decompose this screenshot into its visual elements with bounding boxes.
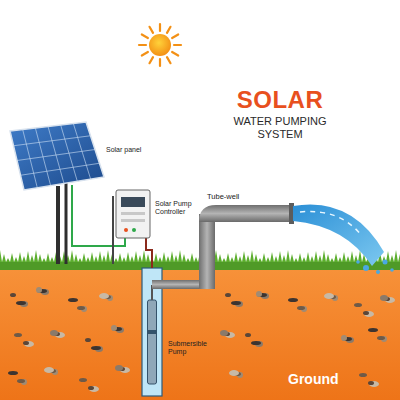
controller-detail [121,212,145,215]
rocks [8,287,395,392]
submersible-pump [148,300,157,384]
water-splash [356,260,394,275]
panel-cell-line [17,150,95,161]
title: SOLAR [215,86,345,114]
rock [17,379,25,383]
sun-ray [174,44,181,46]
rock [85,338,91,342]
part-label: Tube-well [207,193,257,202]
solar-panel [10,122,104,190]
rock [50,330,58,336]
sun-ray [172,35,178,39]
sun-ray [150,27,154,33]
rock [89,386,99,392]
rock [288,298,298,302]
solar-pump-controller [116,190,150,238]
sun-ray [172,52,178,56]
rock [354,303,362,307]
rock [368,328,378,332]
rock [369,381,379,387]
rock [225,293,231,297]
rock [10,293,16,297]
rock [231,301,241,305]
sun-ray [167,57,171,63]
tube-well-outlet [199,205,292,222]
rock [368,381,374,385]
sun-ray [150,57,154,63]
tube-well-pipe [199,214,215,289]
sun-ray [139,44,146,46]
rock [115,365,123,371]
rock [297,306,305,310]
water-stream [293,204,384,266]
rock [91,346,101,350]
rock [363,311,369,315]
rock [44,367,54,373]
rock [36,287,42,293]
rock [79,378,87,382]
rock [14,333,22,337]
panel-cells [14,124,100,188]
rock [251,341,261,345]
panel-pole [65,182,68,264]
part-label: Submersible Pump [168,340,218,356]
rock [245,333,251,337]
ground-label: Ground [288,371,358,387]
rock [380,295,388,301]
subtitle: WATER PUMPING SYSTEM [225,115,335,140]
panel-pole [56,186,60,264]
rock [229,370,239,376]
sun-rays [139,24,181,66]
part-label: Solar panel [106,146,166,154]
rock [359,373,367,377]
panel-cell-line [14,136,91,146]
part-label: Solar Pump Controller [155,200,199,216]
rock [77,306,85,310]
controller-light [124,228,128,232]
rock [68,298,78,302]
pump-cable [146,238,152,268]
water-highlight [300,212,362,237]
controller-detail [121,219,145,222]
sun-ray [142,52,148,56]
rock [99,293,109,299]
controller-display [121,197,145,207]
panel-cell-line [21,163,100,175]
rock [111,325,117,331]
rock [377,336,385,340]
rock [324,293,334,299]
rock [88,386,94,390]
rock [8,371,18,375]
rock [341,335,347,341]
rock [23,341,29,345]
controller-light [132,228,136,232]
pump-band [148,330,157,334]
controller-post [112,196,114,264]
rock [256,291,262,297]
sun-ray [167,27,171,33]
sun [149,34,171,56]
sun-ray [159,24,161,31]
rock [364,311,374,317]
rock [220,330,228,336]
rock [16,301,26,305]
sun-ray [142,35,148,39]
rock [24,341,34,347]
sun-ray [159,59,161,66]
